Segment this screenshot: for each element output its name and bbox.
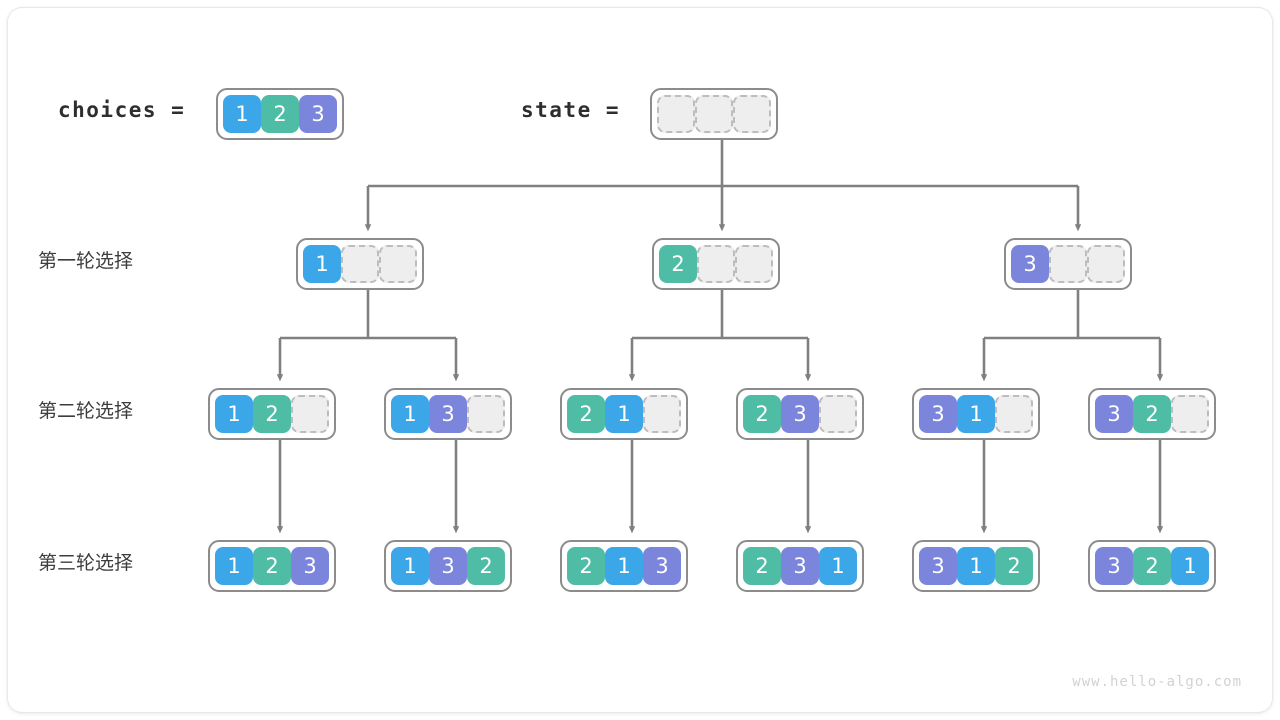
- level-2-cell-3: 3: [781, 395, 819, 433]
- row-label-round-2: 第二轮选择: [38, 400, 134, 422]
- choices-label: choices =: [58, 98, 186, 122]
- level-3-cell-3: 3: [919, 547, 957, 585]
- diagram-card: [8, 8, 1272, 712]
- level-3-cell-1: 1: [215, 547, 253, 585]
- level-1-cell-empty: [1087, 245, 1125, 283]
- level-2-cell-3: 3: [429, 395, 467, 433]
- level-2-cell-3: 3: [1095, 395, 1133, 433]
- level-2-cell-2: 2: [743, 395, 781, 433]
- level-2-cell-empty: [995, 395, 1033, 433]
- level-1-cell-2: 2: [659, 245, 697, 283]
- level-3-cell-1: 1: [957, 547, 995, 585]
- level-1-cell-1: 1: [303, 245, 341, 283]
- level-3-cell-3: 3: [1095, 547, 1133, 585]
- level-3-cell-3: 3: [781, 547, 819, 585]
- level-3-cell-2: 2: [1133, 547, 1171, 585]
- level-2-cell-1: 1: [215, 395, 253, 433]
- level-3-cell-1: 1: [391, 547, 429, 585]
- level-2-cell-2: 2: [567, 395, 605, 433]
- state-cell-empty: [657, 95, 695, 133]
- level-2-cell-1: 1: [957, 395, 995, 433]
- level-3-cell-2: 2: [567, 547, 605, 585]
- level-2-cell-empty: [291, 395, 329, 433]
- row-label-round-3: 第三轮选择: [38, 552, 134, 574]
- level-3-cell-1: 1: [1171, 547, 1209, 585]
- level-3-cell-2: 2: [253, 547, 291, 585]
- level-1-cell-empty: [735, 245, 773, 283]
- level-2-cell-2: 2: [253, 395, 291, 433]
- state-label: state =: [521, 98, 621, 122]
- level-3-cell-2: 2: [743, 547, 781, 585]
- level-1-cell-empty: [1049, 245, 1087, 283]
- level-2-cell-empty: [467, 395, 505, 433]
- level-1-node-1: 1: [296, 238, 424, 290]
- level-2-cell-2: 2: [1133, 395, 1171, 433]
- level-3-cell-3: 3: [643, 547, 681, 585]
- level-1-node-2: 2: [652, 238, 780, 290]
- choices-cell-3: 3: [299, 95, 337, 133]
- level-3-cell-1: 1: [819, 547, 857, 585]
- state-array: [650, 88, 778, 140]
- level-1-cell-empty: [341, 245, 379, 283]
- level-2-cell-3: 3: [919, 395, 957, 433]
- level-1-cell-3: 3: [1011, 245, 1049, 283]
- level-2-cell-empty: [1171, 395, 1209, 433]
- level-3-cell-3: 3: [291, 547, 329, 585]
- level-3-cell-1: 1: [605, 547, 643, 585]
- watermark: www.hello-algo.com: [1072, 674, 1242, 690]
- level-3-cell-2: 2: [467, 547, 505, 585]
- state-cell-empty: [733, 95, 771, 133]
- level-1-node-3: 3: [1004, 238, 1132, 290]
- level-1-cell-empty: [379, 245, 417, 283]
- choices-cell-1: 1: [223, 95, 261, 133]
- level-1-cell-empty: [697, 245, 735, 283]
- level-2-cell-empty: [819, 395, 857, 433]
- choices-cell-2: 2: [261, 95, 299, 133]
- state-cell-empty: [695, 95, 733, 133]
- row-label-round-1: 第一轮选择: [38, 250, 134, 272]
- level-3-cell-2: 2: [995, 547, 1033, 585]
- level-3-cell-3: 3: [429, 547, 467, 585]
- level-2-cell-1: 1: [391, 395, 429, 433]
- level-2-cell-1: 1: [605, 395, 643, 433]
- level-2-cell-empty: [643, 395, 681, 433]
